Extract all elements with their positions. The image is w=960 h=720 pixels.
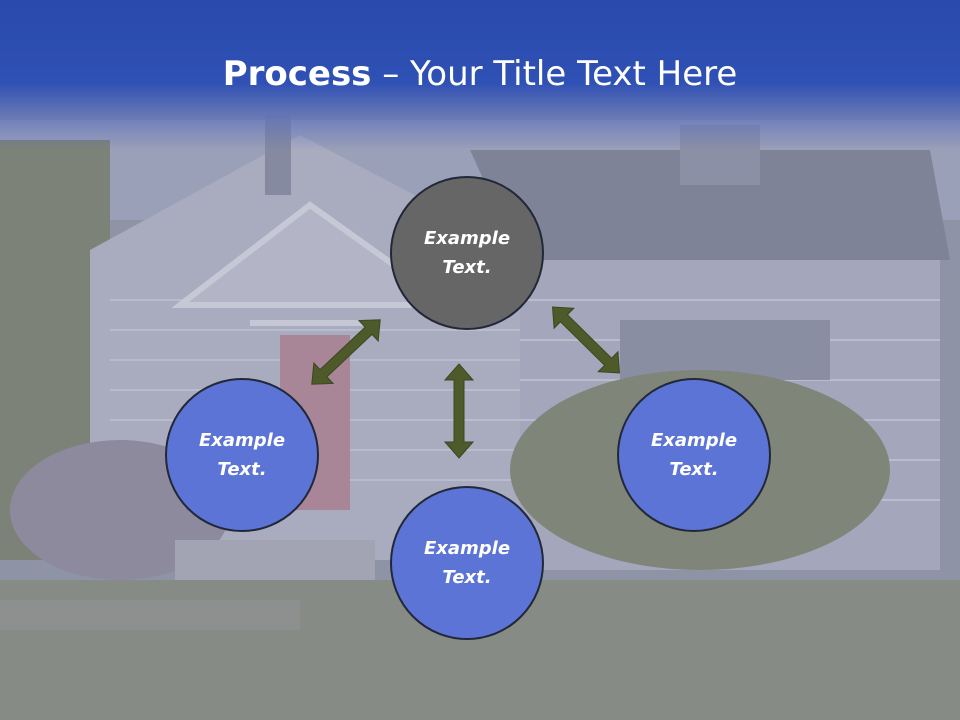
arrow-center-left [311, 319, 381, 385]
process-node-right-label: Example Text. [650, 430, 738, 480]
slide-title: Process – Your Title Text Here [0, 52, 960, 96]
process-node-bottom-label: Example Text. [423, 538, 511, 588]
process-node-left: Example Text. [165, 378, 319, 532]
process-node-left-label: Example Text. [198, 430, 286, 480]
arrow-center-right [551, 306, 621, 374]
header-band [0, 0, 960, 150]
title-rest: – Your Title Text Here [371, 54, 738, 94]
process-node-right: Example Text. [617, 378, 771, 532]
process-node-center-label: Example Text. [423, 228, 511, 278]
arrow-center-bottom [443, 363, 475, 459]
process-node-bottom: Example Text. [390, 486, 544, 640]
title-bold: Process [222, 54, 372, 94]
process-node-center: Example Text. [390, 176, 544, 330]
